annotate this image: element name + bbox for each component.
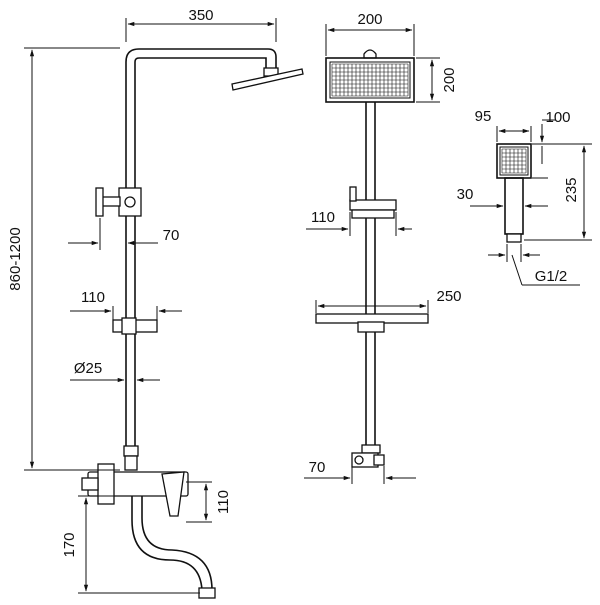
side-view: 350 860-1200 70 110 Ø25 110 170 <box>7 7 304 599</box>
shelf-clamp <box>357 321 385 333</box>
front-connector-bolt <box>354 455 364 465</box>
wall-connector <box>81 477 99 491</box>
dim-hand-handle-width: 30 <box>457 186 474 203</box>
dim-holder-width: 110 <box>81 289 105 306</box>
hand-nozzle-grid <box>501 148 527 174</box>
dim-head-height: 200 <box>441 67 458 92</box>
rain-shower-head-side <box>231 68 304 91</box>
head-top-hook <box>363 49 377 59</box>
diverter-cap <box>124 196 136 208</box>
front-holder-top <box>349 199 397 211</box>
head-nozzle-area <box>329 61 411 99</box>
dim-arm-length: 350 <box>188 7 213 24</box>
front-diverter-knob <box>349 186 357 202</box>
riser-connector <box>124 455 138 471</box>
shower-arm-outer <box>125 48 277 70</box>
holder-clamp <box>121 317 137 335</box>
dim-shelf-width: 250 <box>436 288 461 305</box>
front-bottom-nut <box>361 444 381 454</box>
front-connector-side <box>373 454 385 466</box>
hand-shower-thread <box>506 233 522 243</box>
mixer-lever <box>161 471 185 517</box>
dim-thread: G1/2 <box>535 268 568 285</box>
front-view: 200 200 110 250 70 <box>304 11 462 484</box>
thread-leader <box>511 254 523 286</box>
diverter-handle <box>95 187 104 217</box>
dim-bottom-offset: 70 <box>309 459 326 476</box>
riser-nut <box>123 445 139 457</box>
shower-arm-inner <box>134 57 267 70</box>
hand-shower-handle <box>504 177 524 235</box>
dim-mixer-height: 110 <box>215 490 232 514</box>
dim-spout-height: 170 <box>61 532 78 557</box>
dim-hand-length: 235 <box>563 177 580 202</box>
hand-nozzle-area <box>499 146 529 176</box>
rain-shower-head-front <box>325 57 415 103</box>
dim-handle-offset: 70 <box>163 227 180 244</box>
dim-pipe-diameter: Ø25 <box>74 360 102 377</box>
dim-head-width: 200 <box>357 11 382 28</box>
bath-spout-bottom <box>141 496 213 591</box>
dim-height-range: 860-1200 <box>7 227 24 290</box>
spout-aerator <box>198 587 216 599</box>
front-holder-bottom <box>351 209 395 219</box>
hand-shower-view: 95 100 235 30 G1/2 <box>457 108 592 286</box>
bath-spout-top <box>131 496 203 591</box>
dim-hand-head-height: 100 <box>545 109 570 126</box>
dim-hand-head-width: 95 <box>475 108 492 125</box>
head-nozzle-grid <box>331 63 409 97</box>
dim-front-holder-width: 110 <box>311 209 335 226</box>
diverter-stem <box>101 196 121 207</box>
